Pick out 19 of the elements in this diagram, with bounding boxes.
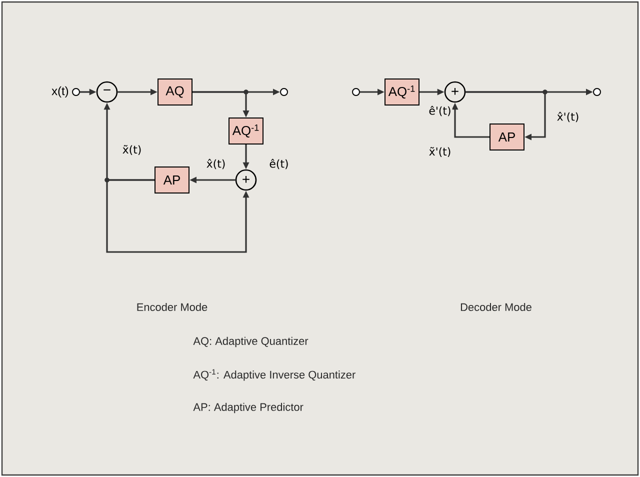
summing-junction: + — [235, 169, 257, 191]
edge-label: x̃'(t) — [428, 146, 452, 158]
mode-caption: Decoder Mode — [460, 302, 532, 312]
node-label: x(t) — [52, 86, 68, 98]
block-box: AQ$^{-1}$ — [384, 78, 420, 106]
block-box: AQ$^{-1}$ — [228, 118, 264, 144]
arrow — [466, 91, 546, 140]
edge-label: ê(t) — [268, 158, 290, 170]
block-box: AP — [490, 124, 524, 150]
mode-caption: Encoder Mode — [137, 302, 208, 312]
definition-text: AQ: Adaptive Quantizer — [193, 336, 308, 348]
definition-text: AP: Adaptive Predictor — [193, 402, 304, 414]
summing-junction: + — [444, 81, 466, 103]
edge-label: ê'(t) — [428, 104, 452, 118]
edge-label: x̃(t) — [121, 144, 143, 156]
block-box: AQ — [158, 78, 192, 106]
block-box: AP — [154, 166, 190, 194]
definition-text: AQ$^{-1}$: Adaptive Inverse Quantizer — [193, 369, 356, 381]
summing-junction: − — [96, 81, 118, 103]
